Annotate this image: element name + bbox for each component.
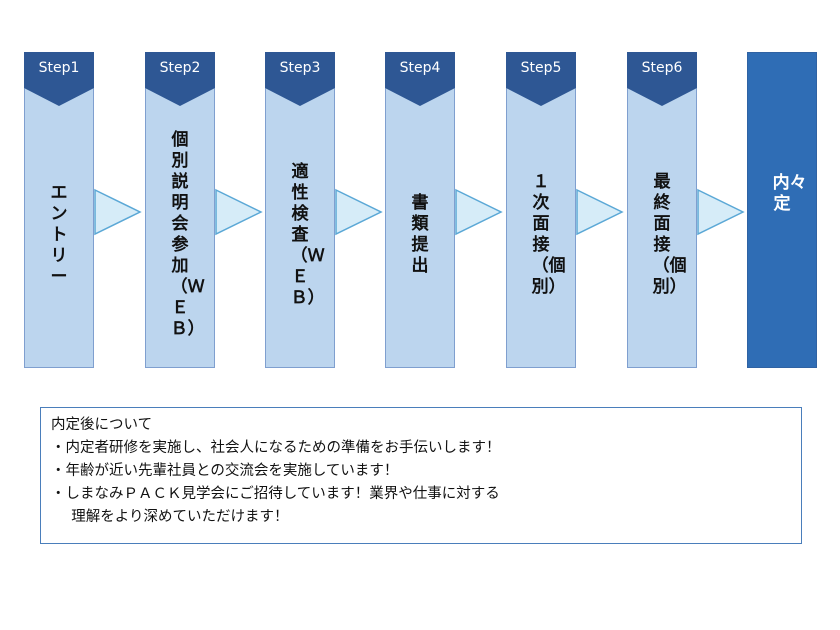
step-4-box: Step4 書類提出 [385,52,455,368]
info-title: 内定後について [51,417,153,433]
arrow-step1-to-step2 [94,188,142,236]
step-3-text: 適性検査（ＷＥＢ） [290,161,325,308]
step-4-text: 書類提出 [411,193,429,276]
step-1-text: エントリー [50,182,68,287]
arrow-step5-to-step6 [576,188,624,236]
final-offer-box: 内々定 [747,52,817,368]
arrow-step6-to-final [697,188,745,236]
step-5-box: Step5 １次面接（個別） [506,52,576,368]
step-4-label: Step4 [399,60,441,76]
step-5-header: Step5 [506,52,576,108]
info-line-1: ・内定者研修を実施し、社会人になるための準備をお手伝いします！ [51,440,501,456]
arrow-step2-to-step3 [215,188,263,236]
info-line-4: 理解をより深めていただけます！ [71,509,289,525]
post-offer-info-box: 内定後について ・内定者研修を実施し、社会人になるための準備をお手伝いします！ … [40,407,802,544]
arrow-step3-to-step4 [335,188,383,236]
step-6-header: Step6 [627,52,697,108]
arrow-step4-to-step5 [455,188,503,236]
step-5-text: １次面接（個別） [531,172,566,297]
step-5-label: Step5 [520,60,562,76]
info-line-2: ・年齢が近い先輩社員との交流会を実施しています！ [51,463,399,479]
step-1-label: Step1 [38,60,80,76]
step-6-label: Step6 [641,60,683,76]
step-4-header: Step4 [385,52,455,108]
step-2-label: Step2 [159,60,201,76]
step-1-box: Step1 エントリー [24,52,94,368]
step-3-header: Step3 [265,52,335,108]
step-1-header: Step1 [24,52,94,108]
info-line-3: ・しまなみＰＡＣＫ見学会にご招待しています！業界や仕事に対する [51,486,500,502]
step-6-box: Step6 最終面接（個別） [627,52,697,368]
step-6-text: 最終面接（個別） [652,172,687,297]
step-3-label: Step3 [279,60,321,76]
step-3-box: Step3 適性検査（ＷＥＢ） [265,52,335,368]
final-offer-text: 内々定 [772,173,807,214]
step-2-text: 個別説明会参加（ＷＥＢ） [170,130,205,339]
step-2-header: Step2 [145,52,215,108]
step-2-box: Step2 個別説明会参加（ＷＥＢ） [145,52,215,368]
